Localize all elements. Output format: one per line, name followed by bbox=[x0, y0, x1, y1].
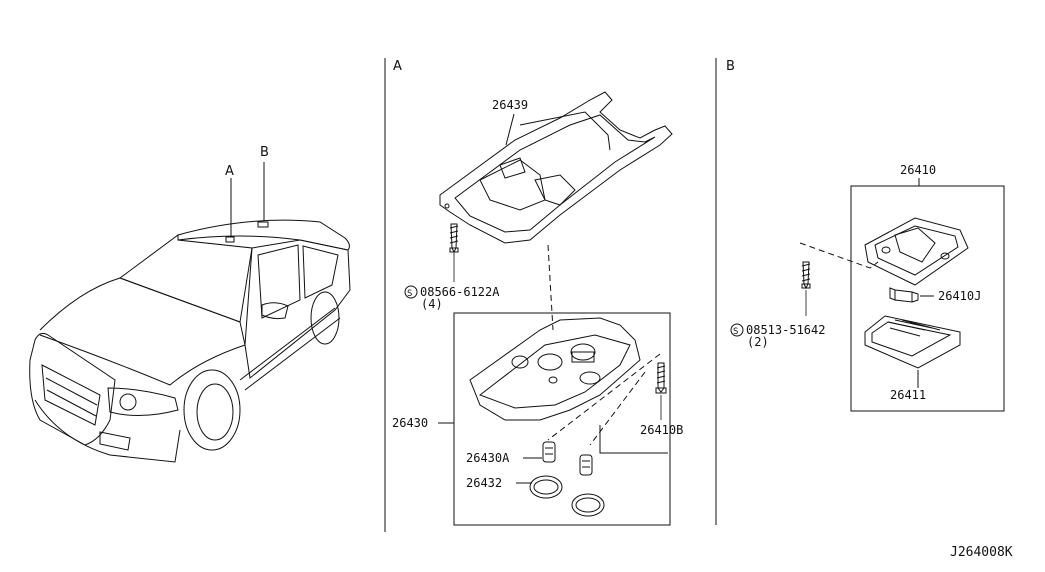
section-label-b: B bbox=[726, 59, 735, 74]
car-label-b: B bbox=[260, 145, 269, 160]
assembly-dash-a bbox=[547, 244, 554, 331]
label-26439: 26439 bbox=[492, 98, 528, 112]
label-26410: 26410 bbox=[900, 163, 936, 177]
label-screw-a-qty: (4) bbox=[421, 297, 443, 311]
s-symbol-b bbox=[730, 323, 744, 337]
s-symbol-b-text: S bbox=[733, 327, 738, 337]
lamp-housing-26430 bbox=[469, 317, 641, 421]
screw-08566 bbox=[449, 223, 459, 254]
section-label-a: A bbox=[393, 59, 402, 74]
leader-26439 bbox=[505, 113, 515, 146]
label-26410B: 26410B bbox=[640, 423, 683, 437]
label-26430: 26430 bbox=[392, 416, 428, 430]
box-26430 bbox=[453, 312, 671, 526]
lens-26432 bbox=[529, 475, 605, 517]
assembly-dash-b bbox=[799, 242, 879, 269]
lens-26411 bbox=[864, 315, 961, 369]
screw-08513 bbox=[801, 261, 811, 290]
s-symbol-a bbox=[404, 285, 418, 299]
label-26410J: 26410J bbox=[938, 289, 981, 303]
car-illustration bbox=[29, 162, 351, 463]
assembly-dash-bulb bbox=[547, 353, 661, 441]
leader-26410B-path bbox=[599, 425, 668, 454]
label-screw-b-qty: (2) bbox=[747, 335, 769, 349]
label-screw-b-code: 08513-51642 bbox=[746, 323, 825, 337]
label-26411: 26411 bbox=[890, 388, 926, 402]
assembly-dash-bulb2 bbox=[589, 371, 646, 446]
screw-26410B bbox=[655, 362, 667, 394]
label-26432: 26432 bbox=[466, 476, 502, 490]
box-26410 bbox=[850, 185, 1005, 412]
bulb-26430A bbox=[542, 441, 593, 476]
label-26430A: 26430A bbox=[466, 451, 510, 465]
bracket-26439 bbox=[439, 91, 673, 244]
lamp-body-26410 bbox=[864, 217, 969, 286]
car-label-a: A bbox=[225, 164, 234, 179]
diagram-id: J264008K bbox=[950, 545, 1013, 560]
s-symbol-a-text: S bbox=[407, 289, 412, 299]
bulb-26410J bbox=[889, 287, 919, 303]
label-screw-a-code: 08566-6122A bbox=[420, 285, 500, 299]
